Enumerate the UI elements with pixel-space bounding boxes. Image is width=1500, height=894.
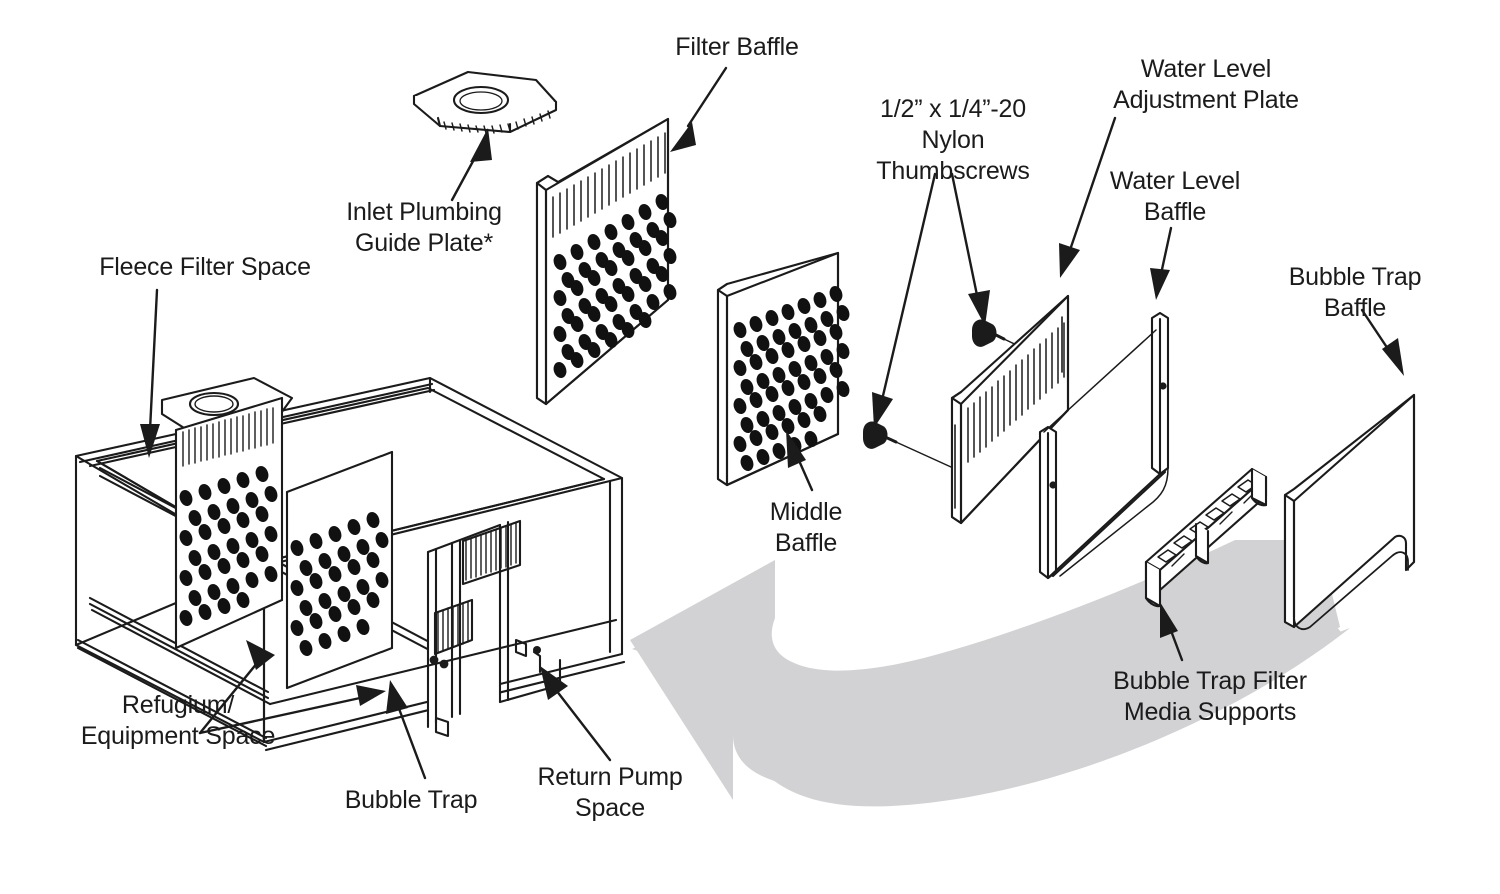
leader-return-pump-space bbox=[540, 666, 612, 762]
leader-bubble-trap bbox=[386, 680, 427, 780]
label-water-level-adjustment-plate: Water Level Adjustment Plate bbox=[1113, 55, 1299, 114]
middle-baffle-part bbox=[716, 251, 852, 487]
label-bubble-trap-filter-media-supports: Bubble Trap Filter Media Supports bbox=[1113, 667, 1307, 726]
leader-water-level-adjustment-plate bbox=[1059, 116, 1117, 278]
label-bubble-trap-baffle: Bubble Trap Baffle bbox=[1288, 263, 1422, 322]
assembly-arrow-body bbox=[630, 540, 1340, 800]
label-bubble-trap: Bubble Trap bbox=[344, 786, 478, 814]
bubble-trap-filter-media-supports-part bbox=[1144, 467, 1268, 608]
label-middle-baffle: Middle Baffle bbox=[769, 498, 843, 557]
bubble-trap-baffle-part bbox=[1283, 393, 1416, 630]
inlet-plumbing-guide-plate bbox=[412, 70, 558, 134]
filter-baffle-part bbox=[535, 117, 679, 406]
leader-bubble-trap-filter-media-supports bbox=[1160, 602, 1184, 662]
label-nylon-thumbscrews: 1/2” x 1/4”-20 Nylon Thumbscrews bbox=[876, 95, 1030, 185]
leader-bubble-trap-baffle bbox=[1360, 308, 1404, 376]
label-filter-baffle: Filter Baffle bbox=[675, 33, 799, 61]
leader-middle-baffle bbox=[786, 430, 814, 492]
leader-thumbscrews bbox=[872, 172, 990, 428]
label-fleece-filter-space: Fleece Filter Space bbox=[99, 253, 311, 281]
label-inlet-plumbing-guide-plate: Inlet Plumbing Guide Plate* bbox=[346, 198, 502, 257]
nylon-thumbscrew-lower bbox=[863, 421, 963, 473]
leader-inlet-plumbing-guide-plate bbox=[450, 128, 492, 202]
sump-return-baffle-installed bbox=[498, 520, 562, 704]
leader-refugium-equipment-space bbox=[198, 640, 386, 735]
label-refugium-equipment-space: Refugium/ Equipment Space bbox=[80, 691, 276, 750]
nylon-thumbscrew-upper bbox=[972, 319, 1006, 347]
leader-filter-baffle bbox=[670, 66, 728, 152]
sump-bubble-trap-installed bbox=[426, 519, 522, 738]
label-return-pump-space: Return Pump Space bbox=[537, 763, 683, 822]
water-level-baffle-part bbox=[1038, 311, 1170, 580]
leader-fleece-filter-space bbox=[140, 288, 160, 458]
label-water-level-baffle: Water Level Baffle bbox=[1109, 167, 1241, 226]
sump-tank bbox=[74, 376, 626, 752]
leader-water-level-baffle bbox=[1150, 226, 1173, 300]
